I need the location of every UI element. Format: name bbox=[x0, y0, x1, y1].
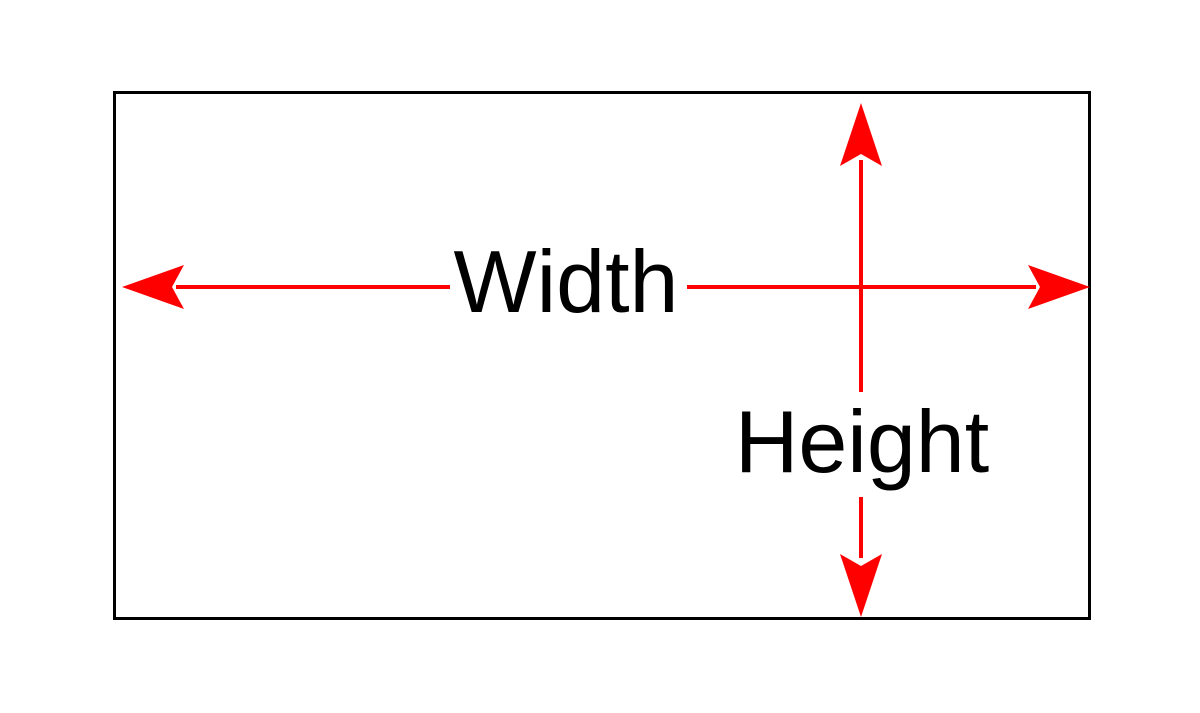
height-arrowhead-top bbox=[840, 103, 882, 166]
height-arrowhead-bottom bbox=[840, 554, 882, 617]
height-arrow-group bbox=[840, 103, 882, 617]
height-label: Height bbox=[735, 392, 989, 491]
width-arrowhead-left bbox=[122, 265, 184, 309]
width-label: Width bbox=[454, 232, 679, 331]
rectangle-shape bbox=[113, 91, 1091, 620]
width-arrowhead-right bbox=[1028, 265, 1090, 309]
height-label-mask bbox=[740, 392, 984, 497]
width-label-mask bbox=[450, 240, 687, 336]
